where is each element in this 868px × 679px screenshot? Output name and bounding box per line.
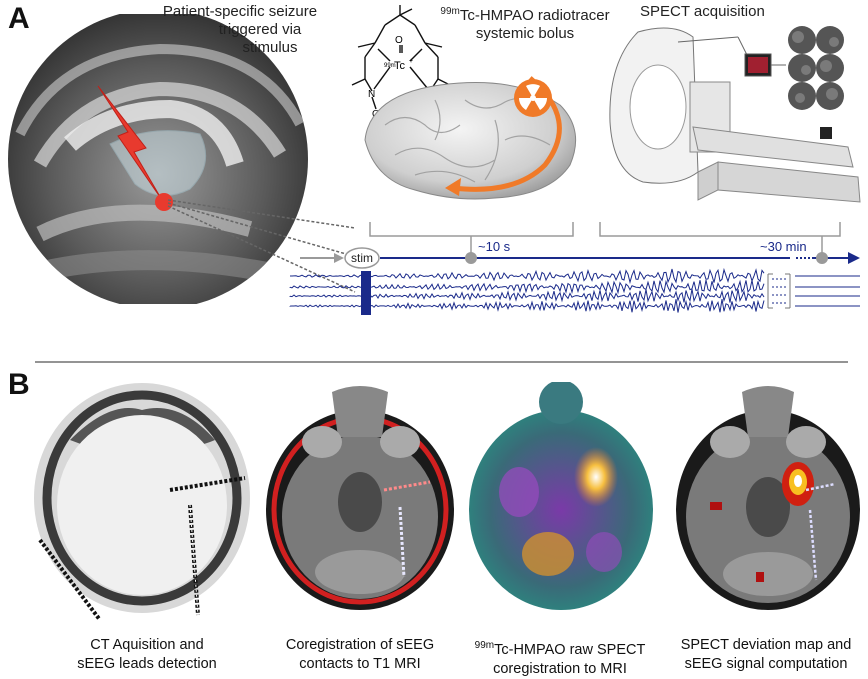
panel-b-label: B — [8, 368, 30, 401]
svg-text:Tc: Tc — [394, 60, 406, 72]
svg-text:O: O — [395, 35, 403, 46]
mri-coregistration-image — [266, 386, 454, 610]
ct-scan-image — [34, 383, 250, 620]
spect-caption: SPECT acquisition — [640, 3, 765, 20]
caption-coregistration: Coregistration of sEEG contacts to T1 MR… — [285, 637, 435, 672]
svg-text:99m: 99m — [384, 63, 396, 69]
eeg-trace — [289, 279, 765, 295]
stim-marker — [344, 247, 380, 269]
time-30min-label: ~30 min — [760, 239, 807, 254]
tracer-caption: 99mTc-HMPAO radiotracer systemic bolus — [440, 6, 610, 42]
spect-scanner — [609, 26, 861, 203]
panel-a-label: A — [8, 2, 30, 35]
spect-raw-image — [469, 382, 653, 610]
caption-spect-raw: 99mTc-HMPAO raw SPECT coregistration to … — [474, 640, 646, 677]
caption-ct: CT Aquisition and sEEG leads detection — [77, 637, 217, 672]
brain-mri-circle — [8, 14, 308, 304]
eeg-trace — [290, 267, 765, 285]
time-10s-label: ~10 s — [478, 239, 511, 254]
svg-text:+: + — [409, 58, 413, 65]
caption-deviation: SPECT deviation map and sEEG signal comp… — [680, 637, 852, 672]
eeg-trace — [289, 299, 765, 313]
eeg-trace — [289, 289, 765, 303]
svg-text:N: N — [368, 89, 375, 100]
seizure-caption: Patient-specific seizure triggered via s… — [162, 3, 318, 56]
stim-label: stim — [351, 251, 373, 265]
radiation-icon — [514, 79, 552, 117]
spect-deviation-image — [676, 386, 860, 610]
